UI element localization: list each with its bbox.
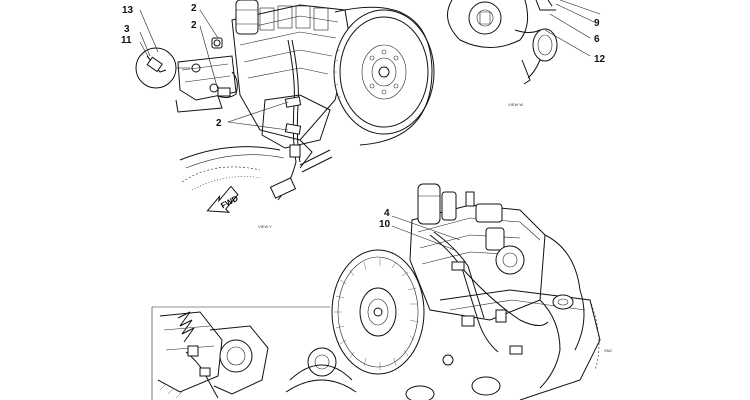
callout-12: 12	[594, 54, 606, 65]
callout-9: 9	[594, 18, 600, 29]
leaders-bottom-right	[391, 215, 461, 251]
leaders-top-right	[544, 0, 601, 57]
view-top-left-engine	[135, 0, 435, 201]
callout-2-middle: 2	[191, 20, 197, 31]
callout-6: 6	[594, 34, 600, 45]
view-bottom-right-engine	[331, 183, 601, 400]
ref-code-label: SNC	[604, 348, 613, 353]
view-top-right-pump	[447, 0, 558, 85]
view-label-top-right: VIEW W	[508, 102, 523, 107]
fwd-arrow: FWD	[206, 185, 240, 213]
leaders-top-left	[139, 9, 289, 131]
view-label-left: VIEW Y	[258, 224, 272, 229]
callout-13: 13	[122, 5, 134, 16]
callout-4: 4	[384, 208, 390, 219]
view-bottom-left-closeup	[151, 306, 357, 400]
callout-3: 3	[124, 24, 130, 35]
callout-10: 10	[379, 219, 391, 230]
callout-2-top: 2	[191, 3, 197, 14]
callout-2-harness: 2	[216, 118, 222, 129]
callout-11: 11	[121, 35, 132, 46]
